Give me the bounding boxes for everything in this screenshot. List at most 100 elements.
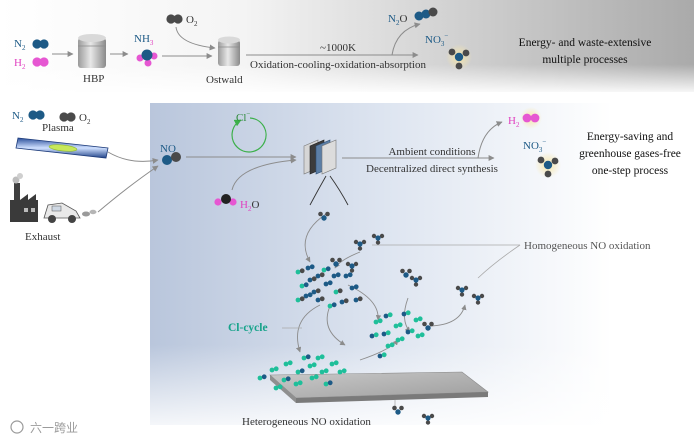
no3-mid-o-atom-3 [544, 170, 552, 178]
arrow-o2-to-ostwald [175, 26, 216, 51]
molecule-atom-115 [301, 355, 307, 361]
homogeneous-pointer-branch [477, 244, 521, 279]
factory-icon [10, 173, 38, 222]
car-icon [43, 202, 97, 223]
plasma-label: Plasma [42, 122, 74, 134]
arrow-plasma-to-no [107, 151, 159, 164]
plasma-reactor [15, 137, 109, 159]
no-o-atom [171, 152, 181, 162]
hbp-reactor-body [78, 38, 106, 68]
h2-label: H2 [14, 57, 26, 71]
molecule-atom-112 [311, 362, 317, 368]
molecule-atom-9 [375, 240, 381, 245]
no3-mid-o-atom-2 [551, 157, 559, 165]
molecule-atom-33 [353, 261, 359, 267]
molecule-atom-22 [471, 293, 477, 299]
nh3-n-atom [141, 49, 153, 61]
n2-feed: N2 [14, 38, 49, 52]
exhaust-puff-2 [89, 209, 97, 215]
molecule-atom-53 [323, 281, 329, 287]
n2o-product: N2O [388, 7, 438, 27]
catalyst-plate-side [270, 375, 296, 403]
factory-window-2 [31, 208, 35, 212]
molecule-atom-79 [373, 319, 379, 325]
n2-atom-1 [32, 39, 42, 49]
heterogeneous-label: Heterogeneous NO oxidation [242, 416, 371, 428]
no3-o-atom-3 [455, 62, 463, 70]
flow-path-1 [304, 213, 327, 263]
molecule-atom-42 [425, 415, 431, 421]
zoom-line-left [309, 175, 327, 206]
molecule-atom-63 [315, 297, 321, 303]
molecule-atom-97 [401, 311, 407, 317]
molecule-layer [257, 211, 485, 425]
flow-path-4 [295, 304, 321, 353]
cl-cycle-label: Cl-cycle [228, 322, 268, 334]
n2o-o-atom [428, 7, 438, 17]
molecule-atom-1 [325, 211, 330, 217]
molecule-atom-114 [323, 368, 329, 374]
molecule-atom-14 [409, 275, 415, 281]
molecule-atom-68 [299, 296, 305, 302]
molecule-atom-12 [407, 268, 412, 274]
molecule-atom-43 [295, 269, 301, 275]
no3-o-atom-2 [462, 49, 470, 57]
no3-mid-o-atom-1 [537, 156, 545, 164]
molecule-atom-61 [327, 303, 333, 309]
factory-smoke-1 [12, 176, 20, 184]
molecule-atom-60 [343, 298, 349, 304]
h2o-molecule: H2O [214, 194, 259, 213]
n2o-n-atom-1 [414, 11, 424, 21]
molecule-atom-105 [269, 367, 275, 373]
factory-roof-1 [20, 194, 28, 200]
molecule-atom-51 [311, 289, 317, 295]
process-steps-label: Oxidation-cooling-oxidation-absorption [250, 59, 426, 71]
molecule-atom-96 [389, 342, 395, 348]
nh3-h-atom-3 [144, 59, 152, 67]
nh3-molecule: NH3 [134, 33, 158, 67]
molecule-atom-117 [315, 355, 321, 361]
molecule-atom-20 [459, 292, 465, 297]
o2-atom-1 [166, 14, 176, 24]
exhaust-puff-1 [82, 211, 90, 217]
car-window [51, 205, 62, 212]
no3-label-top: NO3− [425, 32, 448, 48]
molecule-atom-23 [479, 293, 485, 299]
watermark-logo-icon [10, 420, 24, 434]
molecule-atom-88 [399, 336, 405, 342]
molecule-atom-83 [393, 323, 399, 329]
molecule-atom-49 [299, 283, 305, 289]
h2-product: H2 [508, 107, 542, 129]
ostwald-reactor-body [218, 40, 240, 66]
molecule-atom-39 [421, 413, 427, 419]
ostwald-reactor [218, 36, 240, 66]
molecule-atom-101 [377, 353, 383, 359]
molecule-atom-52 [315, 288, 321, 294]
no3-product-mid: NO3− [523, 138, 561, 178]
arrow-h2o-to-electrode [231, 157, 297, 191]
molecule-atom-73 [321, 267, 327, 273]
molecule-atom-35 [349, 263, 355, 269]
n2-label-plasma: N2 [12, 110, 24, 124]
molecule-atom-38 [395, 409, 401, 415]
traditional-summary-line2: multiple processes [542, 54, 628, 66]
ostwald-reactor-top [218, 36, 240, 44]
proposed-summary-line3: one-step process [592, 165, 669, 177]
molecule-atom-37 [399, 405, 404, 411]
molecule-atom-6 [357, 241, 363, 247]
molecule-atom-124 [297, 380, 303, 386]
temperature-label: ~1000K [320, 42, 356, 54]
n2-atom-plasma-1 [28, 110, 38, 120]
o2-atom-plasma-2 [66, 112, 76, 122]
molecule-atom-121 [281, 377, 287, 383]
h2-product-label: H2 [508, 115, 520, 129]
molecule-atom-27 [429, 321, 434, 327]
molecule-atom-44 [299, 268, 305, 274]
molecule-atom-2 [321, 215, 327, 221]
molecule-atom-66 [307, 292, 313, 298]
molecule-atom-118 [319, 354, 325, 360]
molecule-atom-131 [273, 385, 279, 391]
molecule-atom-31 [333, 261, 339, 267]
factory-roof-2 [28, 194, 36, 200]
molecule-atom-47 [315, 273, 321, 279]
